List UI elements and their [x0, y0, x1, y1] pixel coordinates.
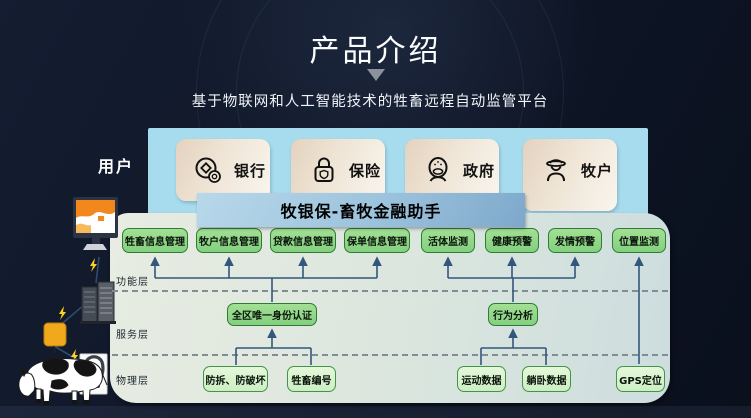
function-box: 活体监测 — [421, 228, 475, 253]
service-box: 行为分析 — [488, 303, 538, 326]
function-box: 发情预警 — [548, 228, 602, 253]
user-box-label: 牧户 — [581, 161, 614, 180]
page-subtitle: 基于物联网和人工智能技术的牲畜远程自动监管平台 — [191, 94, 549, 110]
function-box: 牲畜信息管理 — [122, 228, 188, 253]
user-box-government: 政府 — [405, 139, 499, 201]
physical-box: 牲畜编号 — [287, 366, 336, 392]
physical-box: 运动数据 — [457, 366, 506, 392]
user-box-herder: 牧户 — [523, 139, 617, 211]
function-box: 位置监测 — [612, 228, 666, 253]
layer-divider — [112, 290, 668, 292]
platform-banner: 牧银保-畜牧金融助手 — [197, 193, 525, 227]
padlock-shield-icon — [314, 157, 334, 182]
user-box-label: 银行 — [234, 161, 267, 180]
triangle-down-icon — [367, 69, 385, 81]
function-box: 牧户信息管理 — [196, 228, 262, 253]
lightning-bolt-icon — [59, 258, 97, 363]
bottom-strip — [0, 406, 751, 418]
layer-label-function: 功能层 — [116, 277, 149, 288]
users-label: 用户 — [98, 157, 135, 176]
monitor-image — [73, 197, 118, 250]
page-title: 产品介绍 — [309, 34, 442, 69]
user-box-label: 政府 — [463, 161, 496, 180]
herder-icon — [546, 159, 566, 182]
iot-device-image — [43, 322, 67, 354]
user-box-label: 保险 — [349, 161, 382, 180]
user-box-bank: 银行 — [176, 139, 270, 201]
function-box: 保单信息管理 — [344, 228, 410, 253]
layer-divider — [112, 354, 668, 356]
service-box: 全区唯一身份认证 — [227, 303, 317, 326]
cow-image — [18, 358, 108, 406]
physical-box: 躺卧数据 — [522, 366, 571, 392]
layer-label-physical: 物理层 — [116, 376, 149, 387]
coins-icon — [195, 157, 221, 183]
layer-label-service: 服务层 — [116, 330, 149, 341]
left-illustrations — [18, 197, 118, 406]
physical-box: GPS定位 — [616, 366, 665, 392]
server-image — [80, 281, 116, 324]
official-face-icon — [428, 157, 448, 182]
function-box: 健康预警 — [485, 228, 539, 253]
user-box-insurance: 保险 — [291, 139, 385, 201]
physical-box: 防拆、防破坏 — [203, 366, 268, 392]
function-box: 贷款信息管理 — [270, 228, 336, 253]
